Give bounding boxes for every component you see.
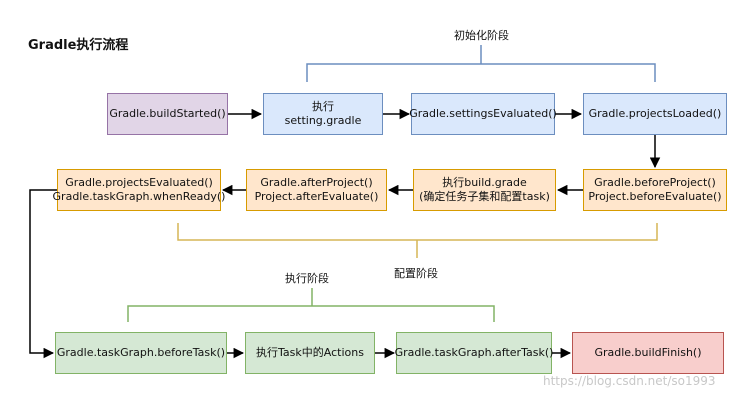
node-before-project: Gradle.beforeProject() Project.beforeEva… xyxy=(583,169,727,211)
exec-phase-bracket xyxy=(127,288,495,322)
phase-label-init: 初始化阶段 xyxy=(454,29,509,42)
node-exec-actions: 执行Task中的Actions xyxy=(245,332,375,374)
phase-label-exec: 执行阶段 xyxy=(285,272,329,285)
node-after-project: Gradle.afterProject() Project.afterEvalu… xyxy=(246,169,387,211)
node-build-started: Gradle.buildStarted() xyxy=(107,93,228,135)
node-projects-evaluated: Gradle.projectsEvaluated() Gradle.taskGr… xyxy=(53,169,225,211)
node-exec-settings: 执行 setting.gradle xyxy=(263,93,383,135)
edge-projectsevaluated-beforetask xyxy=(29,189,57,359)
node-projects-loaded: Gradle.projectsLoaded() xyxy=(583,93,727,135)
node-settings-evaluated: Gradle.settingsEvaluated() xyxy=(409,93,557,135)
phase-label-config: 配置阶段 xyxy=(394,267,438,280)
watermark-text: https://blog.csdn.net/so1993 xyxy=(543,374,716,388)
node-exec-build: 执行build.grade (确定任务子集和配置task) xyxy=(413,169,556,211)
init-phase-bracket xyxy=(306,45,656,82)
node-before-task: Gradle.taskGraph.beforeTask() xyxy=(55,332,227,374)
config-phase-bracket xyxy=(177,223,658,258)
node-build-finish: Gradle.buildFinish() xyxy=(572,332,724,374)
diagram-title: Gradle执行流程 xyxy=(28,38,129,53)
node-after-task: Gradle.taskGraph.afterTask() xyxy=(395,332,553,374)
